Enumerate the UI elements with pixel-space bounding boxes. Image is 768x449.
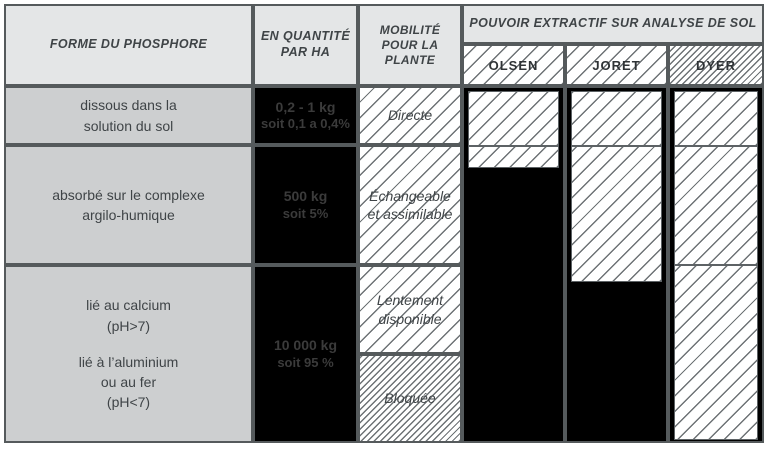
row-1-forme-line1: dissous dans la	[80, 97, 177, 114]
header-method-dyer-label: DYER	[695, 57, 737, 73]
extraction-bar-olsen-segment-2	[468, 146, 559, 168]
row-1-forme: dissous dans la solution du sol	[4, 86, 253, 145]
header-method-dyer: DYER	[668, 44, 764, 86]
header-method-joret: JORET	[565, 44, 668, 86]
header-forme-du-phosphore: FORME DU PHOSPHORE	[4, 4, 253, 86]
mobility-lentement-line1: Lentement	[376, 292, 444, 309]
row-3-forme-line3: lié à l’aluminium	[78, 353, 179, 370]
row-3-forme-line2: (pH>7)	[106, 317, 151, 334]
row-1-quantite-line2: soit 0,1 a 0,4%	[261, 116, 350, 132]
header-method-olsen-label: OLSEN	[488, 57, 539, 73]
row-2-quantite-line1: 500 kg	[283, 188, 328, 205]
header-quantite-line2: PAR HA	[280, 45, 331, 59]
header-mobilite-line2: POUR LA	[381, 37, 439, 52]
row-1-forme-line2: solution du sol	[83, 117, 174, 134]
mobility-directe: Directe	[358, 86, 462, 145]
row-1-quantite: 0,2 - 1 kg soit 0,1 a 0,4%	[253, 86, 358, 145]
row-2-quantite: 500 kg soit 5%	[253, 145, 358, 265]
mobility-directe-label: Directe	[387, 107, 433, 124]
row-3-forme-line4: ou au fer	[100, 374, 157, 391]
row-2-quantite-line2: soit 5%	[282, 205, 329, 221]
header-mobilite-line1: MOBILITÉ	[379, 22, 441, 37]
mobility-echangeable-line1: Échangeable	[369, 187, 451, 204]
extraction-bar-joret-segment-2	[571, 146, 662, 282]
row-2-forme-line2: argilo-humique	[82, 207, 175, 223]
row-1-quantite-line1: 0,2 - 1 kg	[275, 98, 336, 115]
row-3-quantite: 10 000 kg soit 95 %	[253, 265, 358, 443]
row-3-quantite-line2: soit 95 %	[277, 354, 334, 370]
extraction-bar-dyer-segment-3	[674, 265, 758, 440]
mobility-bloquee-label: Bloquée	[384, 390, 436, 407]
row-3-forme-line1: lié au calcium	[86, 297, 171, 314]
extraction-bar-joret-segment-1	[571, 91, 662, 146]
extraction-bar-dyer-segment-1	[674, 91, 758, 146]
header-pouvoir-label: POUVOIR EXTRACTIF SUR ANALYSE DE SOL	[469, 16, 757, 31]
mobility-lentement-line2: disponible	[378, 310, 442, 327]
mobility-lentement-disponible: Lentement disponible	[358, 265, 462, 354]
row-3-forme: lié au calcium (pH>7) lié à l’aluminium …	[4, 265, 253, 443]
mobility-echangeable-line2: et assimilable	[367, 206, 453, 222]
header-method-joret-label: JORET	[592, 57, 641, 73]
row-3-quantite-line1: 10 000 kg	[273, 337, 338, 354]
header-method-olsen: OLSEN	[462, 44, 565, 86]
header-mobilite-pour-la-plante: MOBILITÉ POUR LA PLANTE	[358, 4, 462, 86]
mobility-bloquee: Bloquée	[358, 354, 462, 443]
header-en-quantite-par-ha: EN QUANTITÉ PAR HA	[253, 4, 358, 86]
row-2-forme: absorbé sur le complexe argilo-humique	[4, 145, 253, 265]
header-mobilite-line3: PLANTE	[384, 52, 436, 67]
extraction-bar-olsen-segment-1	[468, 91, 559, 146]
header-forme-label: FORME DU PHOSPHORE	[49, 37, 208, 52]
header-quantite-line1: EN QUANTITÉ	[260, 29, 351, 44]
row-3-forme-line5: (pH<7)	[106, 394, 151, 411]
row-2-forme-line1: absorbé sur le complexe	[52, 186, 205, 203]
header-pouvoir-extractif: POUVOIR EXTRACTIF SUR ANALYSE DE SOL	[462, 4, 764, 44]
extraction-bar-dyer-segment-2	[674, 146, 758, 265]
mobility-echangeable: Échangeable et assimilable	[358, 145, 462, 265]
